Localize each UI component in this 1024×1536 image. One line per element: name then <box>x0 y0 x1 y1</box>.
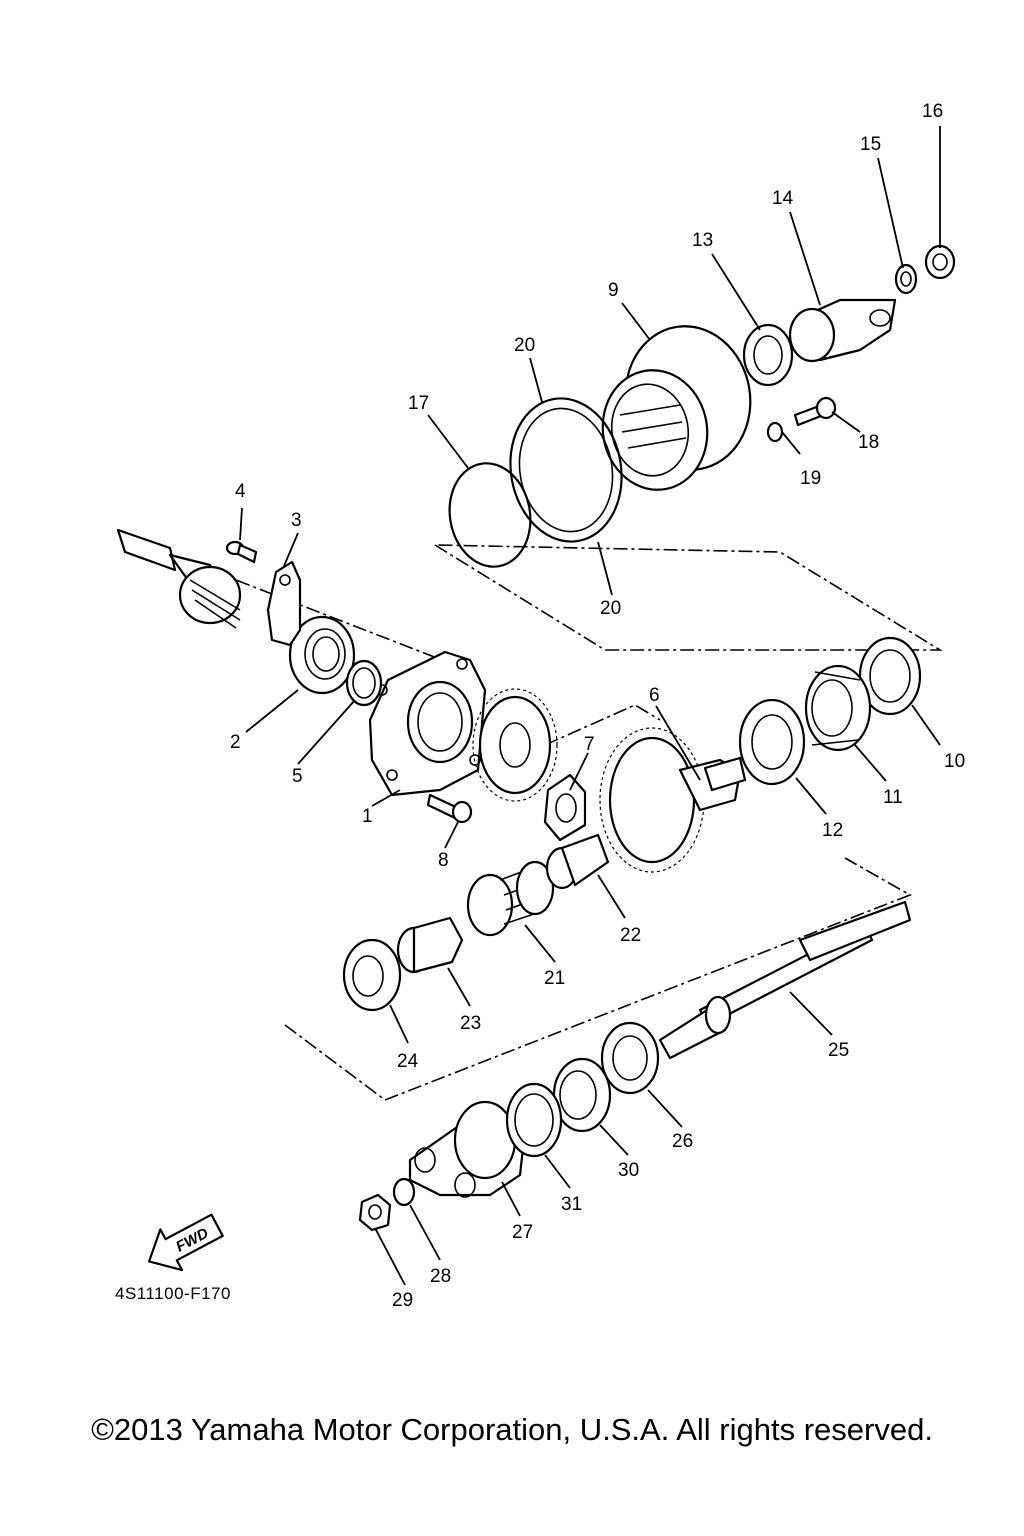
part-20-shim[interactable] <box>499 390 632 551</box>
callout-31[interactable]: 31 <box>561 1194 582 1215</box>
callout-15[interactable]: 15 <box>860 134 881 155</box>
part-26-bearing[interactable] <box>600 1021 660 1095</box>
callout-22[interactable]: 22 <box>620 925 641 946</box>
callout-26[interactable]: 26 <box>672 1131 693 1152</box>
callout-labels: 16 15 14 13 9 20 17 18 19 20 4 3 2 5 1 8… <box>230 101 965 1311</box>
callout-19[interactable]: 19 <box>800 468 821 489</box>
part-6-gear-set[interactable] <box>472 688 747 873</box>
forward-direction-arrow: FWD <box>147 1213 224 1272</box>
part-4-screw[interactable] <box>225 540 258 564</box>
callout-30[interactable]: 30 <box>618 1160 639 1181</box>
assembly-guide-lines <box>119 534 943 1101</box>
part-31-ring[interactable] <box>505 1082 563 1158</box>
part-8-bolt[interactable] <box>426 793 473 824</box>
diagram-code: 4S11100-F170 <box>115 1284 231 1303</box>
part-14-yoke[interactable] <box>788 298 897 363</box>
callout-23[interactable]: 23 <box>460 1013 481 1034</box>
callout-11[interactable]: 11 <box>883 787 903 808</box>
callout-27[interactable]: 27 <box>512 1222 533 1243</box>
part-21-spring[interactable] <box>466 860 555 937</box>
part-23-collar[interactable] <box>396 916 464 974</box>
callout-7[interactable]: 7 <box>584 734 595 755</box>
callout-8[interactable]: 8 <box>438 850 449 871</box>
part-7-nut[interactable] <box>543 773 587 842</box>
part-15-washer[interactable] <box>894 263 918 295</box>
callout-17[interactable]: 17 <box>408 393 429 414</box>
callout-28[interactable]: 28 <box>430 1266 451 1287</box>
part-24-bearing[interactable] <box>342 938 402 1012</box>
part-30-collar[interactable] <box>552 1057 612 1133</box>
callout-18[interactable]: 18 <box>858 432 879 453</box>
callout-14[interactable]: 14 <box>772 188 794 209</box>
callout-10[interactable]: 10 <box>944 751 965 772</box>
part-29-nut[interactable] <box>358 1193 392 1232</box>
part-11-collar[interactable] <box>804 664 872 752</box>
callout-4[interactable]: 4 <box>235 481 246 502</box>
callout-5[interactable]: 5 <box>292 766 303 787</box>
callout-21[interactable]: 21 <box>544 968 565 989</box>
callout-12[interactable]: 12 <box>822 820 843 841</box>
part-17-o-ring[interactable] <box>442 457 539 573</box>
callout-6[interactable]: 6 <box>649 685 660 706</box>
part-1-bearing-housing[interactable] <box>368 650 487 797</box>
callout-24[interactable]: 24 <box>397 1051 419 1072</box>
part-28-washer[interactable] <box>392 1177 416 1207</box>
leader-lines <box>239 126 941 1286</box>
part-5-washer[interactable] <box>345 659 383 707</box>
callout-1[interactable]: 1 <box>362 806 373 827</box>
callout-13[interactable]: 13 <box>692 230 713 251</box>
callout-9[interactable]: 9 <box>608 280 619 301</box>
part-25-drive-shaft[interactable] <box>658 900 912 1060</box>
part-2-bearing[interactable] <box>288 615 356 695</box>
part-16-nut[interactable] <box>924 244 956 280</box>
part-13-oil-seal[interactable] <box>742 323 794 387</box>
part-12-bearing[interactable] <box>738 698 806 786</box>
callout-3[interactable]: 3 <box>291 510 302 531</box>
callout-16[interactable]: 16 <box>922 101 943 122</box>
drive-shaft-stub <box>116 528 242 629</box>
copyright-notice: ©2013 Yamaha Motor Corporation, U.S.A. A… <box>91 1412 933 1447</box>
callout-20-bottom[interactable]: 20 <box>600 598 621 619</box>
callout-25[interactable]: 25 <box>828 1040 849 1061</box>
part-19-washer[interactable] <box>766 421 784 443</box>
part-27-yoke[interactable] <box>408 1100 527 1198</box>
callout-20-top[interactable]: 20 <box>514 335 535 356</box>
part-22-sleeve[interactable] <box>545 833 610 890</box>
part-9-gear-case-cover[interactable] <box>593 316 761 498</box>
callout-29[interactable]: 29 <box>392 1290 413 1311</box>
part-3-stopper-plate[interactable] <box>266 560 302 647</box>
part-18-bolt[interactable] <box>793 396 837 427</box>
callout-2[interactable]: 2 <box>230 732 241 753</box>
